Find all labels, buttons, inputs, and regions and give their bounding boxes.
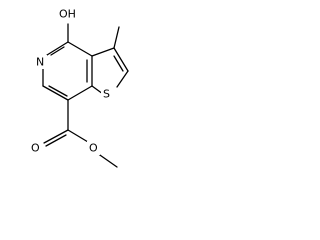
bonds — [42, 23, 129, 168]
bond-carbonyl — [43, 129, 69, 144]
bond-carbonyl-double — [45, 134, 67, 147]
molecule-structure-diagram: OH N S O O — [29, 6, 129, 168]
bond-c3-methyl — [113, 26, 120, 49]
bond-c4-n5-double — [50, 46, 65, 56]
bond-ester-oxygen — [67, 129, 89, 143]
atom-labels: OH N S O O — [29, 6, 113, 155]
bond-c2-s — [116, 70, 129, 88]
hydroxyl-label: OH — [59, 8, 76, 21]
nitrogen-label: N — [36, 56, 44, 69]
bond-c3a-c3 — [91, 47, 115, 57]
bond-c7-c7a — [67, 85, 93, 101]
bond-c6-c7-double — [48, 85, 68, 97]
bond-c4-n5 — [46, 41, 69, 56]
bond-c6-c7 — [42, 85, 69, 101]
sulfur-label: S — [103, 88, 110, 101]
bond-ester-methyl — [96, 152, 118, 168]
ester-oxygen-label: O — [89, 142, 98, 155]
bond-c3-c2-double — [113, 55, 124, 72]
bond-c3-c2 — [113, 47, 129, 72]
bond-c3a-c4 — [67, 41, 93, 57]
carbonyl-oxygen-label: O — [31, 142, 40, 155]
